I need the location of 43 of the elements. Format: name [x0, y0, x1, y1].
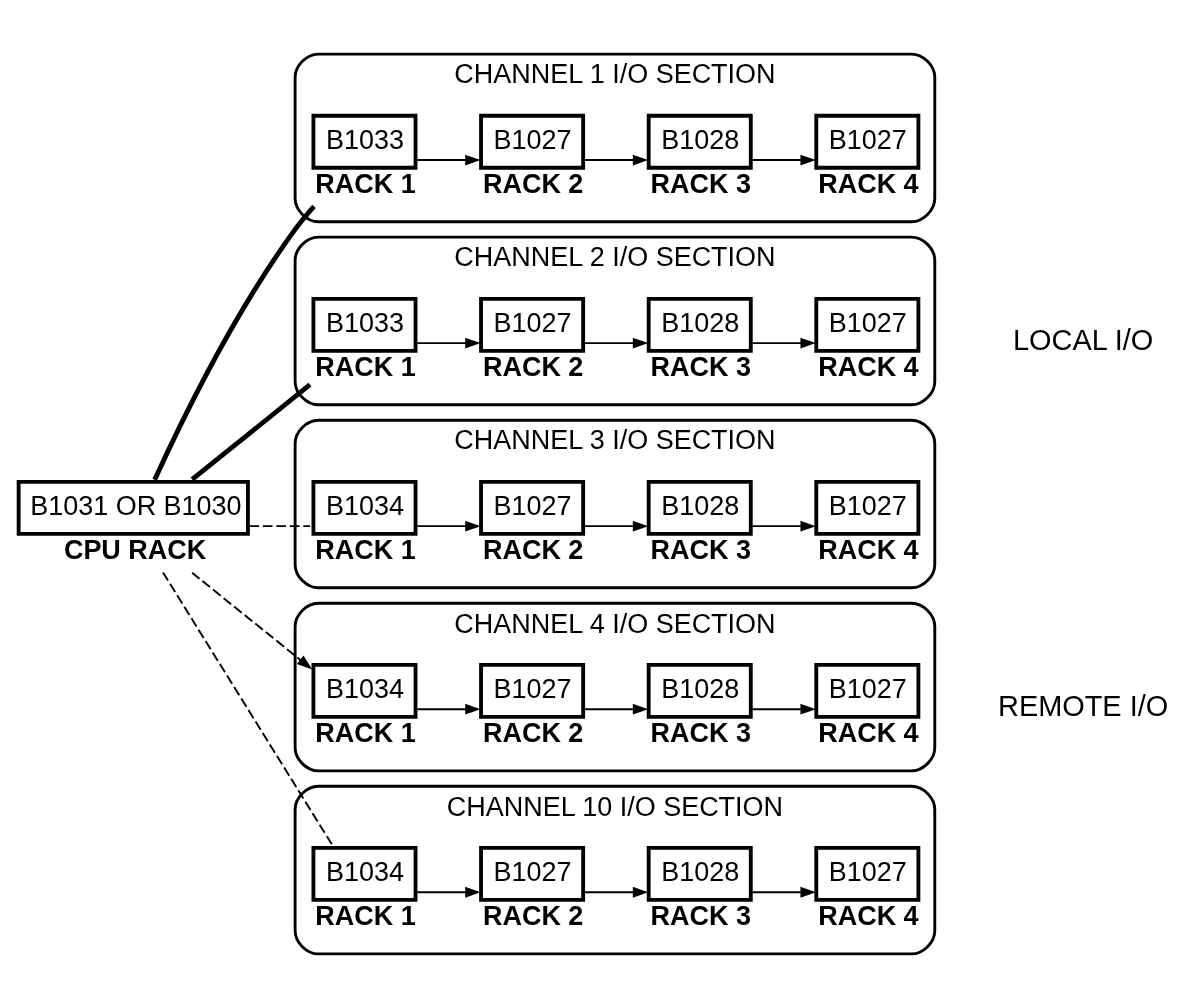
node-label: RACK 4	[818, 718, 919, 749]
connector	[152, 204, 316, 481]
node-label: RACK 3	[650, 901, 751, 932]
connector	[190, 382, 312, 482]
arrow	[416, 154, 481, 166]
node-label: RACK 2	[482, 169, 584, 200]
arrow	[416, 703, 481, 715]
node-label: RACK 1	[315, 352, 416, 383]
node-label: RACK 2	[482, 352, 584, 383]
node-label: RACK 1	[315, 718, 416, 749]
node-label: RACK 4	[818, 169, 919, 200]
node-label: RACK 4	[818, 352, 919, 383]
connector	[248, 525, 312, 528]
arrow	[416, 337, 481, 349]
node-label: RACK 3	[650, 169, 751, 200]
node-label: RACK 3	[650, 535, 751, 566]
arrow	[583, 337, 649, 349]
arrow	[751, 337, 816, 349]
arrow	[416, 886, 481, 898]
node-label: CPU RACK	[63, 535, 207, 566]
arrow	[583, 154, 649, 166]
arrow	[751, 703, 816, 715]
node-label: RACK 4	[818, 535, 919, 566]
arrow	[416, 520, 481, 532]
node-label: RACK 1	[315, 169, 416, 200]
node-label: RACK 2	[482, 535, 584, 566]
node-label: RACK 1	[315, 901, 416, 932]
arrow	[751, 520, 816, 532]
arrow	[583, 886, 649, 898]
arrow	[751, 886, 816, 898]
node-label: RACK 3	[650, 352, 751, 383]
label: REMOTE I/O	[998, 689, 1169, 722]
node-label: RACK 1	[315, 535, 416, 566]
arrow	[191, 571, 313, 670]
arrow	[751, 154, 816, 166]
connector	[162, 571, 334, 847]
node-label: RACK 3	[650, 718, 751, 749]
arrow	[583, 703, 649, 715]
node-label: RACK 2	[482, 718, 584, 749]
label: LOCAL I/O	[1013, 323, 1154, 356]
node-label: RACK 4	[818, 901, 919, 932]
node-label: RACK 2	[482, 901, 584, 932]
arrow	[583, 520, 649, 532]
